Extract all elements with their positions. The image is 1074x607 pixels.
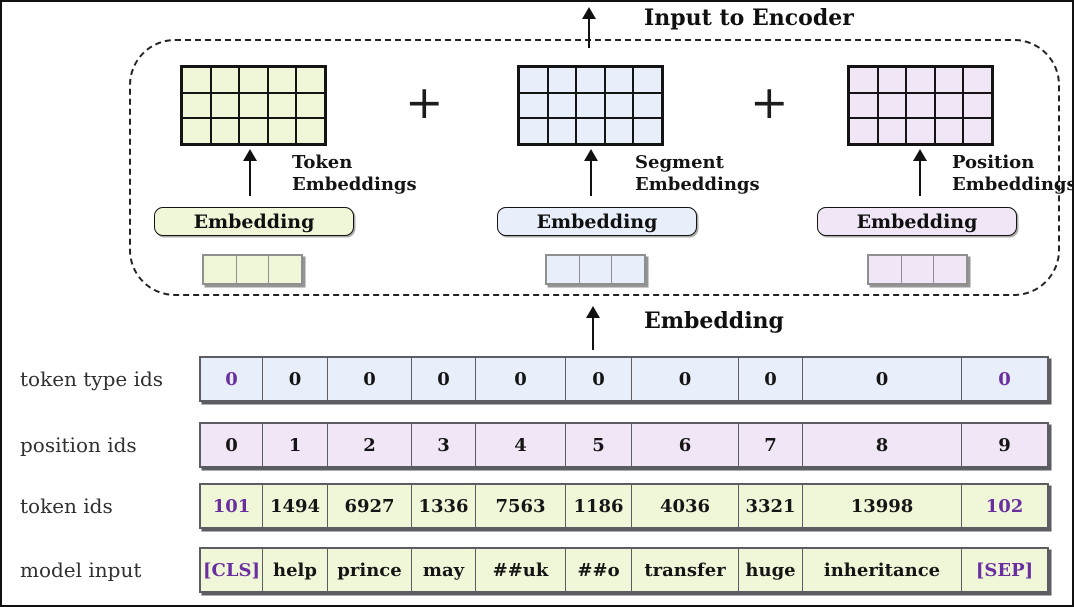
embedding-arrow-icon (586, 306, 600, 350)
token-ids-cell: 7563 (476, 485, 566, 527)
token-type-ids-cell: 0 (201, 358, 263, 400)
model-input-cell: inheritance (803, 549, 962, 591)
position-ids-cell: 7 (739, 424, 803, 466)
model-input-cell: ##uk (476, 549, 566, 591)
model-input-cell: transfer (632, 549, 739, 591)
token-type-ids-cell: 0 (412, 358, 476, 400)
embedding-sum-container (129, 39, 1060, 296)
arrow-shaft (587, 16, 591, 48)
row-label: token type ids (20, 367, 164, 391)
position-ids-cell: 0 (201, 424, 263, 466)
model-input-cell: huge (739, 549, 803, 591)
model-input-cell: prince (328, 549, 412, 591)
position-ids-cell: 4 (476, 424, 566, 466)
token-ids-cell: 1186 (566, 485, 632, 527)
position-ids-cell: 1 (263, 424, 328, 466)
arrow-shaft (591, 315, 595, 350)
token-ids-cell: 3321 (739, 485, 803, 527)
embedding-arrow-label: Embedding (644, 308, 784, 334)
position-ids-cell: 9 (998, 434, 1011, 456)
model-input-cell: ##o (566, 549, 632, 591)
row-label: position ids (20, 433, 137, 457)
token-ids-cell: 13998 (803, 485, 962, 527)
model-input-cell: [SEP] (975, 559, 1034, 581)
model-input-cell: may (412, 549, 476, 591)
model-input-cell: help (263, 549, 328, 591)
token-type-ids-cell: 0 (263, 358, 328, 400)
token-type-ids-cell: 0 (632, 358, 739, 400)
token-type-ids-cell: 0 (566, 358, 632, 400)
token-type-ids-cell: 0 (998, 368, 1011, 390)
token-ids-cell: 101 (201, 485, 263, 527)
figure-title: Input to Encoder (644, 5, 854, 31)
token-ids-cell: 1494 (263, 485, 328, 527)
position-ids-cell: 8 (803, 424, 962, 466)
row-label: model input (20, 558, 142, 582)
token-type-ids-cell: 0 (803, 358, 962, 400)
position-ids-cell: 3 (412, 424, 476, 466)
token-ids-cell: 1336 (412, 485, 476, 527)
arrow-head (586, 306, 600, 318)
plus-sign: + (405, 75, 444, 129)
token-type-ids-cell: 0 (328, 358, 412, 400)
input-to-encoder-arrow-icon (582, 7, 596, 48)
token-type-ids-cell: 0 (739, 358, 803, 400)
arrow-head (582, 7, 596, 19)
token-ids-cell: 6927 (328, 485, 412, 527)
row-label: token ids (20, 494, 113, 518)
token-ids-cell: 102 (985, 495, 1024, 517)
position-ids-cell: 5 (566, 424, 632, 466)
plus-sign: + (750, 75, 789, 129)
model-input-cell: [CLS] (201, 549, 263, 591)
token-type-ids-cell: 0 (476, 358, 566, 400)
position-ids-cell: 6 (632, 424, 739, 466)
position-ids-cell: 2 (328, 424, 412, 466)
token-ids-cell: 4036 (632, 485, 739, 527)
